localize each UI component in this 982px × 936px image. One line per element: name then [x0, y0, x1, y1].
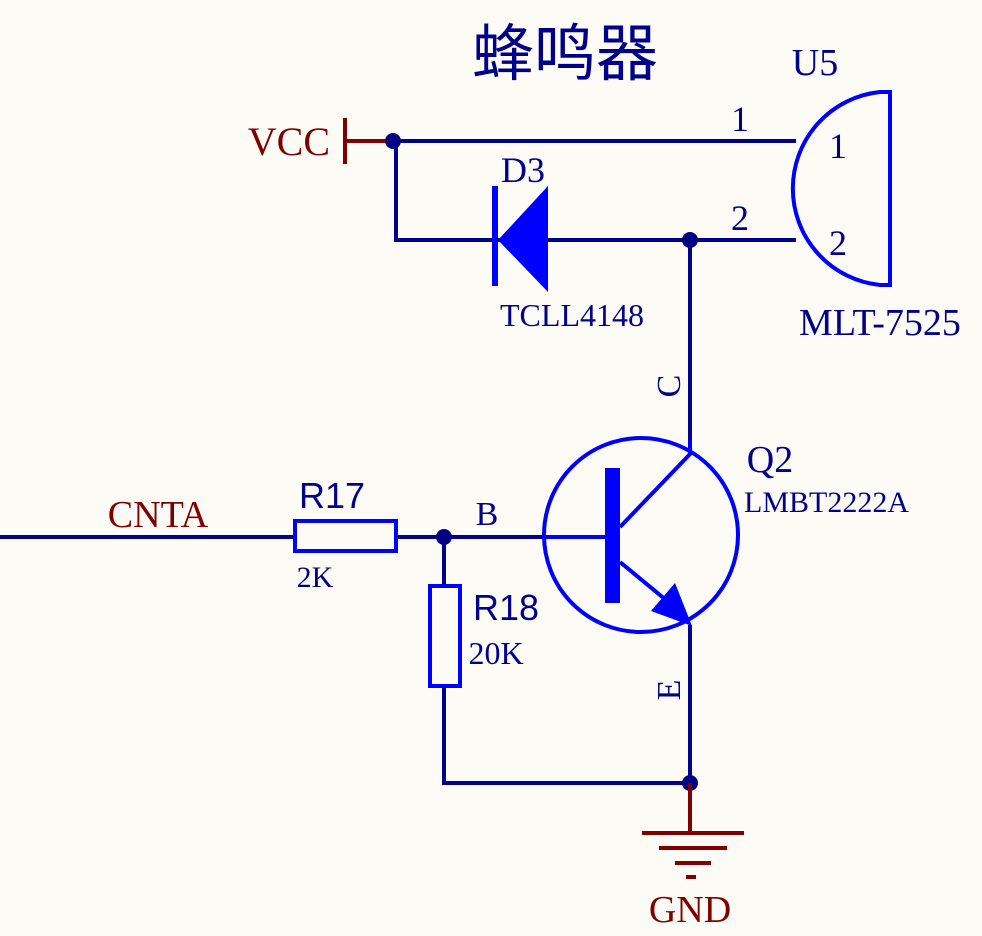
wire-vcc-diode-buzzer-pin2	[394, 141, 796, 242]
junction-collector	[682, 232, 698, 248]
junction-base	[436, 529, 452, 545]
vcc-label: VCC	[248, 119, 330, 164]
transistor-part: LMBT2222A	[744, 486, 909, 519]
transistor-designator: Q2	[747, 439, 793, 481]
buzzer-designator: U5	[792, 42, 838, 84]
wires	[0, 139, 796, 833]
resistor-r18: R18 20K	[428, 584, 539, 688]
resistor-r17: R17 2K	[293, 475, 398, 594]
diode-d3: D3 TCLL4148	[492, 150, 644, 333]
buzzer-u5: U5 MLT-7525 1 2 1 2	[731, 42, 961, 344]
transistor-collector-label: C	[651, 375, 688, 398]
r18-value: 20K	[468, 635, 523, 671]
transistor-base-label: B	[476, 496, 499, 533]
transistor-emitter-label: E	[651, 680, 688, 701]
r17-value: 2K	[297, 561, 334, 594]
gnd-power-port: GND	[642, 783, 744, 931]
cnta-label: CNTA	[108, 494, 209, 536]
vcc-power-port: VCC	[248, 118, 393, 164]
diode-part: TCLL4148	[500, 297, 644, 333]
r17-designator: R17	[299, 475, 365, 516]
buzzer-pin1-outer: 1	[731, 99, 749, 139]
buzzer-pin2-inner: 2	[829, 223, 847, 263]
buzzer-pin1-inner: 1	[829, 126, 847, 166]
buzzer-part: MLT-7525	[799, 302, 961, 344]
r18-designator: R18	[473, 587, 539, 628]
junction-vcc	[385, 133, 401, 149]
wire-r18-bottom	[442, 686, 690, 785]
gnd-label: GND	[649, 889, 731, 931]
diode-designator: D3	[501, 150, 545, 190]
transistor-q2: Q2 LMBT2222A B C E	[476, 375, 910, 701]
buzzer-pin2-outer: 2	[731, 198, 749, 238]
junctions	[385, 133, 698, 791]
schematic-title: 蜂鸣器	[472, 17, 658, 90]
